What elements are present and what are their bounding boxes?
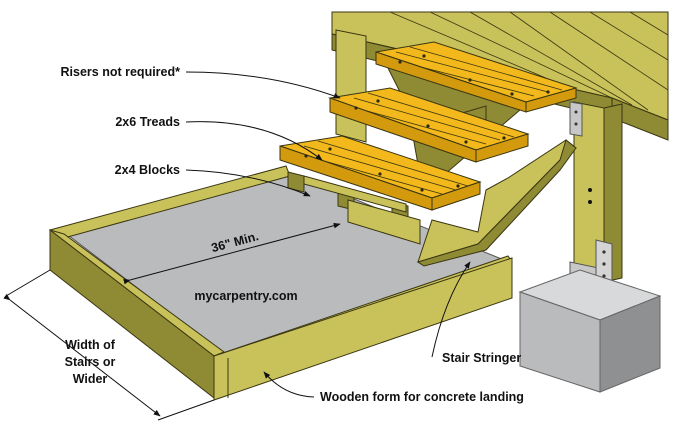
joist-hanger [569,101,583,137]
stairs-width-dimension [3,269,215,421]
form-front-face [213,257,513,401]
label-treads: 2x6 Treads [115,115,180,129]
label-width-line3: Wider [73,372,108,386]
leader-risers [185,71,341,99]
min-width-dimension [123,222,341,285]
leader-form [263,371,315,398]
label-website: mycarpentry.com [194,289,297,303]
leader-treads [185,121,323,161]
concrete-pier [518,269,662,393]
label-width-line1: Width of [65,338,116,352]
deck-board-lines [389,11,669,111]
leader-blocks [185,169,311,197]
label-blocks: 2x4 Blocks [115,163,180,177]
deck-post-right [573,101,623,283]
stairs [279,41,578,267]
label-width-line2: Stairs or [65,355,116,369]
tread-middle [328,87,530,163]
leader-lines [185,71,471,398]
label-form: Wooden form for concrete landing [320,390,524,404]
blocks [287,171,421,245]
label-risers: Risers not required* [61,65,181,79]
screw-dots [304,54,550,192]
leader-stringer [431,261,471,358]
tread-top [375,41,578,113]
deck-post-left [335,29,367,143]
label-stringer: Stair Stringer [442,351,521,365]
tread-bottom [279,135,482,211]
